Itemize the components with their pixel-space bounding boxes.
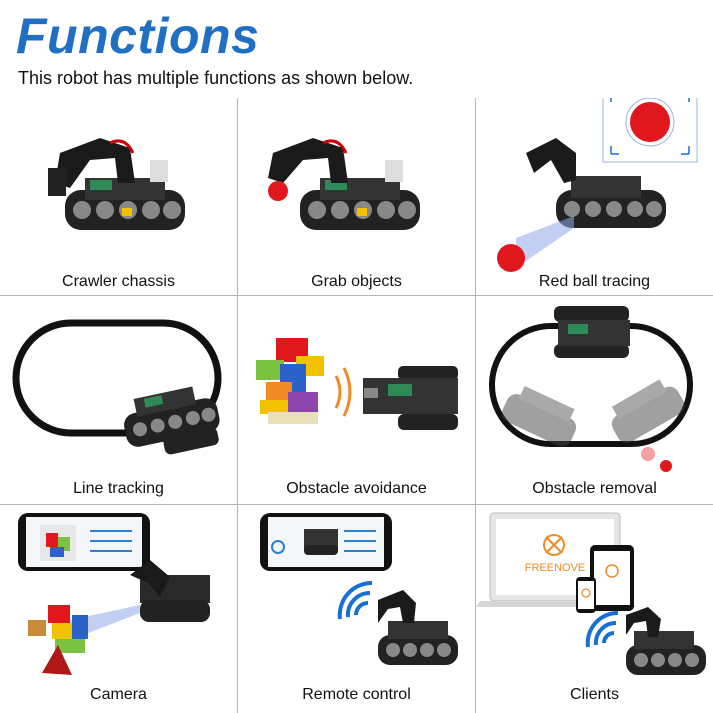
robot-crawler-icon	[48, 138, 185, 230]
function-cell-obstacle-removal: Obstacle removal	[476, 296, 713, 501]
function-label: Obstacle avoidance	[286, 480, 427, 497]
function-cell-clients: FREENOVE Clients	[476, 505, 713, 710]
line-track-icon	[12, 319, 222, 455]
function-cell-remote-control: Remote control	[238, 505, 475, 710]
page-title: Functions	[16, 8, 260, 64]
function-cell-obstacle-avoidance: Obstacle avoidance	[238, 296, 475, 501]
function-label: Clients	[570, 686, 619, 703]
function-grid: Crawler chassis Grab objects	[0, 98, 713, 713]
remote-phone-icon	[260, 513, 458, 665]
clients-devices-icon: FREENOVE	[476, 512, 706, 675]
function-label: Obstacle removal	[532, 480, 657, 497]
function-label: Line tracking	[73, 480, 164, 497]
function-cell-crawler: Crawler chassis	[0, 98, 237, 303]
function-cell-camera: Camera	[0, 505, 237, 710]
grid-divider	[0, 504, 713, 505]
freenove-logo-text: FREENOVE	[525, 562, 586, 574]
obstacle-avoid-icon	[256, 338, 458, 430]
function-cell-line-tracking: Line tracking	[0, 296, 237, 501]
grid-divider	[237, 98, 238, 713]
function-label: Camera	[90, 686, 147, 703]
function-cell-ball-tracing: Red ball tracing	[476, 98, 713, 303]
grid-divider	[475, 98, 476, 713]
page-subtitle: This robot has multiple functions as sho…	[18, 68, 414, 88]
camera-phone-icon	[18, 513, 210, 675]
grid-divider	[0, 295, 713, 296]
function-label: Grab objects	[311, 273, 402, 290]
function-label: Remote control	[302, 686, 411, 703]
robot-ball-tracing-icon	[497, 98, 698, 272]
robot-grab-icon	[268, 138, 420, 230]
function-label: Red ball tracing	[538, 273, 651, 290]
function-cell-grab: Grab objects	[238, 98, 475, 303]
obstacle-removal-icon	[489, 306, 693, 472]
function-label: Crawler chassis	[62, 273, 175, 290]
